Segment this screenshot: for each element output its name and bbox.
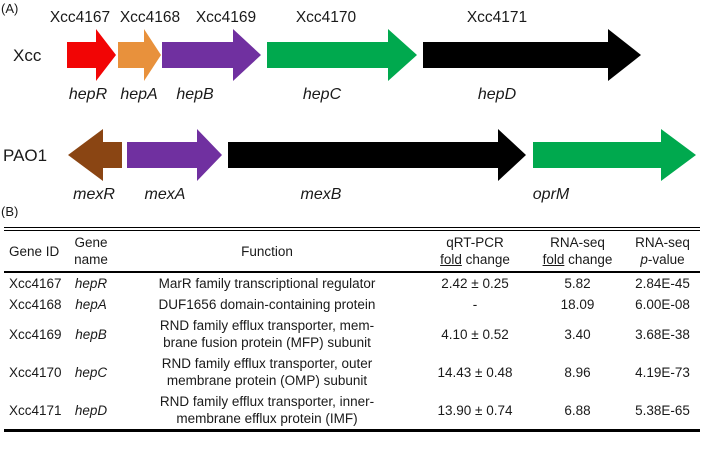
col-header-rna-seq-p-value: RNA-seq p-value xyxy=(625,229,700,272)
cell-rna-seq-p: 3.68E-38 xyxy=(635,326,690,342)
cell-gene-name: hepA xyxy=(75,297,107,312)
cell-rna-seq-p: 4.19E-73 xyxy=(635,364,690,380)
gene-arrow-hepD xyxy=(423,29,641,81)
gene-name-hepB: hepB xyxy=(176,86,214,103)
col-header-gene-id: Gene ID xyxy=(9,243,60,259)
gene-name-hepD: hepD xyxy=(478,86,517,103)
gene-arrow-hepR xyxy=(67,29,116,81)
cell-rna-seq-p: 6.00E-08 xyxy=(635,297,690,312)
rna-seq-p-line1: RNA-seq xyxy=(635,235,690,250)
table-row-xcc4170: Xcc4170 hepC RND family efflux transport… xyxy=(4,353,700,391)
gene-id-label-xcc4171: Xcc4171 xyxy=(467,9,527,26)
cell-function: RND family efflux transporter, mem- bran… xyxy=(159,318,375,350)
gene-id-label-xcc4168: Xcc4168 xyxy=(120,9,180,26)
p-value-rest: -value xyxy=(647,252,685,267)
organism-label-xcc: Xcc xyxy=(13,46,42,65)
col-header-gene-name: Gene name xyxy=(74,235,108,267)
gene-id-label-xcc4167: Xcc4167 xyxy=(50,9,110,26)
panel-a-gene-diagram: (A) Xcc4167 Xcc4168 Xcc4169 Xcc4170 Xcc4… xyxy=(1,1,696,219)
cell-rna-seq-fold: 5.82 xyxy=(564,276,591,291)
table-row-xcc4169: Xcc4169 hepB RND family efflux transport… xyxy=(4,315,700,353)
gene-arrow-hepC xyxy=(267,29,417,81)
cell-qrt-pcr: - xyxy=(472,297,478,312)
cell-rna-seq-fold: 3.40 xyxy=(564,326,591,342)
cell-function: MarR family transcriptional regulator xyxy=(158,276,376,291)
gene-arrow-oprM xyxy=(533,129,696,181)
expression-table: Gene ID Gene name Function qRT-PCR fold c… xyxy=(4,227,700,432)
gene-name-mexR: mexR xyxy=(73,186,115,203)
qrt-pcr-fold: fold xyxy=(440,252,462,267)
cell-gene-id: Xcc4168 xyxy=(9,297,62,312)
rna-seq-change: change xyxy=(564,252,613,267)
cell-gene-id: Xcc4167 xyxy=(9,276,62,291)
cell-function: DUF1656 domain-containing protein xyxy=(158,297,376,312)
gene-name-hepC: hepC xyxy=(303,86,342,103)
cell-rna-seq-p: 2.84E-45 xyxy=(635,276,690,291)
gene-name-mexA: mexA xyxy=(145,186,186,203)
col-header-rna-seq-fold-change: RNA-seq fold change xyxy=(530,229,625,272)
gene-arrow-hepB xyxy=(162,29,261,81)
col-header-function: Function xyxy=(241,243,293,259)
gene-arrow-hepA xyxy=(118,29,161,81)
cell-function: RND family efflux transporter, outer mem… xyxy=(161,356,373,388)
cell-rna-seq-fold: 18.09 xyxy=(560,297,595,312)
cell-rna-seq-fold: 6.88 xyxy=(564,402,591,418)
qrt-pcr-change: change xyxy=(461,252,510,267)
gene-arrow-mexA xyxy=(127,129,222,181)
cell-gene-name: hepC xyxy=(74,364,108,380)
cell-gene-id: Xcc4170 xyxy=(9,364,62,380)
cell-gene-name: hepD xyxy=(74,402,108,418)
table-row-xcc4168: Xcc4168 hepA DUF1656 domain-containing p… xyxy=(4,294,700,315)
cell-function: RND family efflux transporter, inner- me… xyxy=(159,394,375,426)
cell-qrt-pcr: 4.10 ± 0.52 xyxy=(441,326,509,342)
gene-name-mexB: mexB xyxy=(301,186,342,203)
cell-qrt-pcr: 2.42 ± 0.25 xyxy=(441,276,509,291)
gene-arrow-mexB xyxy=(228,129,526,181)
cell-gene-id: Xcc4171 xyxy=(9,402,62,418)
table-row-xcc4167: Xcc4167 hepR MarR family transcriptional… xyxy=(4,272,700,294)
rna-seq-fold: fold xyxy=(542,252,565,267)
table-row-xcc4171: Xcc4171 hepD RND family efflux transport… xyxy=(4,391,700,431)
panel-b-label: (B) xyxy=(1,204,18,218)
gene-name-hepA: hepA xyxy=(120,86,157,103)
panel-a-label: (A) xyxy=(1,1,18,16)
col-header-qrt-pcr-fold-change: qRT-PCR fold change xyxy=(420,229,530,272)
gene-id-label-xcc4170: Xcc4170 xyxy=(296,9,357,26)
qrt-pcr-line1: qRT-PCR xyxy=(446,235,504,250)
gene-name-oprM: oprM xyxy=(533,186,570,203)
cell-gene-name: hepB xyxy=(75,326,107,342)
cell-qrt-pcr: 13.90 ± 0.74 xyxy=(437,402,513,418)
cell-gene-id: Xcc4169 xyxy=(9,326,62,342)
cell-rna-seq-p: 5.38E-65 xyxy=(635,402,690,418)
organism-label-pao1: PAO1 xyxy=(3,146,47,165)
cell-qrt-pcr: 14.43 ± 0.48 xyxy=(437,364,513,380)
gene-id-label-xcc4169: Xcc4169 xyxy=(196,9,256,26)
rna-seq-line1: RNA-seq xyxy=(550,235,605,250)
cell-gene-name: hepR xyxy=(74,276,108,291)
p-italic: p xyxy=(640,252,648,267)
gene-name-hepR: hepR xyxy=(69,86,108,103)
gene-arrow-mexR xyxy=(68,129,122,181)
table-header-row: Gene ID Gene name Function qRT-PCR fold c… xyxy=(4,229,700,272)
cell-rna-seq-fold: 8.96 xyxy=(564,364,591,380)
